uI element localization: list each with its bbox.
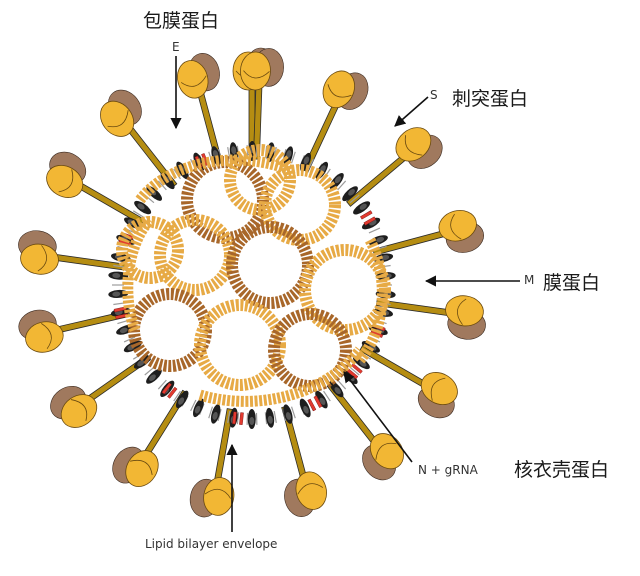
membrane-protein <box>353 201 371 215</box>
nucleocapsid-label: 核衣壳蛋白 <box>514 459 610 481</box>
nucleocapsid-coil <box>224 144 296 216</box>
lipid-molecule <box>264 412 268 425</box>
membrane-protein <box>342 186 358 202</box>
nucleocapsid-coil <box>154 214 236 296</box>
lipid-molecule <box>227 147 231 160</box>
lipid-molecule <box>217 409 222 421</box>
spike-protein <box>100 89 178 189</box>
spike-protein <box>189 408 235 518</box>
membrane-protein <box>210 404 221 424</box>
spike-protein <box>326 381 404 481</box>
lipid-envelope-label: Lipid bilayer envelope <box>145 537 278 551</box>
lipid-molecule <box>290 151 296 164</box>
nucleocapsid-core <box>116 144 391 407</box>
nucleocapsid-strand <box>355 237 388 364</box>
membrane-protein <box>315 390 328 409</box>
membrane-protein-label: 膜蛋白 <box>543 272 601 294</box>
lipid-molecule <box>323 390 331 402</box>
spike-protein <box>177 53 223 165</box>
membrane-protein <box>146 368 162 384</box>
envelope-protein-code: E <box>172 40 180 54</box>
nucleocapsid-strand <box>198 346 365 407</box>
membrane-protein <box>134 200 152 215</box>
spike-protein <box>301 70 369 173</box>
membrane-protein <box>193 398 204 418</box>
spike-protein <box>46 151 145 226</box>
envelope-protein <box>232 411 244 425</box>
lipid-molecule <box>157 379 167 390</box>
lipid-molecule <box>123 336 136 343</box>
lipid-molecule <box>132 210 144 218</box>
nucleocapsid-coil <box>116 216 184 284</box>
lipid-molecule <box>190 399 197 412</box>
spike-arrow <box>394 96 429 127</box>
nucleocapsid-strand <box>122 216 155 332</box>
nucleocapsid-arrow <box>343 371 413 463</box>
spike-protein <box>18 309 131 353</box>
membrane-protein <box>175 390 189 409</box>
membrane-protein <box>265 407 275 428</box>
envelope-protein <box>360 210 377 226</box>
nucleocapsid-coil <box>194 299 286 391</box>
spike-protein <box>281 405 327 517</box>
membrane-protein <box>299 398 311 418</box>
nucleocapsid-coil <box>259 164 341 246</box>
envelope-protein <box>307 395 323 412</box>
lipid-molecule <box>273 410 277 423</box>
envelope-protein-label: 包膜蛋白 <box>143 10 220 32</box>
spike-protein <box>346 127 443 207</box>
spike-protein <box>372 210 484 256</box>
membrane-protein <box>329 380 344 398</box>
membrane-protein <box>283 146 294 166</box>
lipid-molecule <box>227 410 231 423</box>
spike-proteins <box>18 47 486 518</box>
spike-protein-label: 刺突蛋白 <box>452 88 529 110</box>
spike-protein <box>359 344 458 419</box>
lipid-molecule <box>208 406 214 419</box>
lipid-molecule <box>144 366 155 376</box>
membrane-protein-code: M <box>524 273 535 287</box>
lipid-molecule <box>173 390 181 402</box>
nucleocapsid-coil <box>181 156 269 244</box>
lipid-molecule <box>337 180 347 191</box>
lipid-molecule <box>290 406 296 419</box>
lipid-molecule <box>337 379 347 390</box>
lipid-molecule <box>349 366 360 376</box>
membrane-protein <box>283 404 293 424</box>
nucleocapsid-strand <box>135 154 293 204</box>
lipid-molecule <box>113 264 126 268</box>
envelope-protein <box>161 382 178 399</box>
lipid-molecule <box>157 180 167 191</box>
label-arrows <box>170 56 520 532</box>
membrane-protein <box>368 235 388 246</box>
spike-protein-code: S <box>430 88 438 102</box>
spike-protein <box>18 230 129 275</box>
core-background <box>130 163 374 407</box>
nucleocapsid-code: N + gRNA <box>418 463 478 477</box>
lipid-molecule <box>236 412 240 425</box>
lipid-molecule <box>368 227 381 234</box>
membrane-protein <box>247 408 256 429</box>
spike-protein <box>112 389 189 487</box>
lipid-molecule <box>349 194 360 204</box>
spike-protein <box>240 48 284 160</box>
